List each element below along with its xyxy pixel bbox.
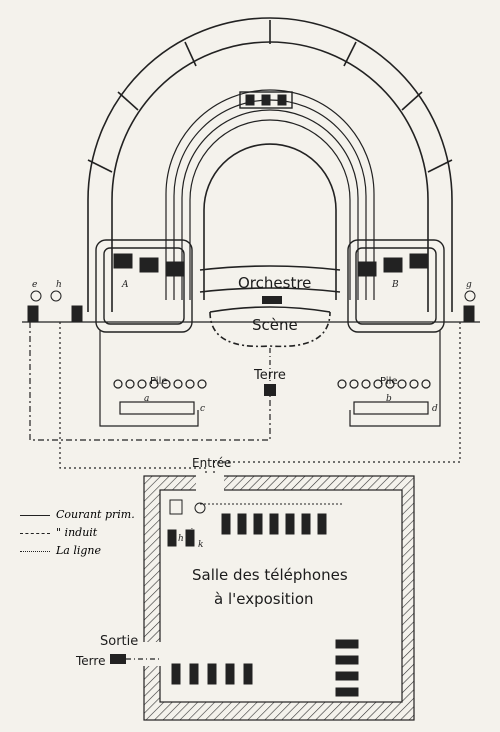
- receiver-row-top: [200, 503, 344, 535]
- microphone-top: [239, 91, 293, 109]
- right-compartment: [347, 239, 445, 333]
- receiver-column-right: [335, 639, 359, 697]
- legend-item-line: La ligne: [20, 544, 101, 557]
- exit-ground-box: [110, 654, 126, 664]
- side-posts: [27, 290, 476, 323]
- marker-k: k: [198, 540, 204, 550]
- entrance-label: Entrée: [192, 456, 232, 470]
- legend-swatch-solid: [20, 514, 50, 516]
- orchestra-box: [262, 296, 282, 304]
- exit-label: Sortie: [100, 634, 139, 649]
- marker-g: g: [466, 280, 472, 290]
- legend-swatch-dotted: [20, 550, 50, 552]
- marker-h2: h: [178, 534, 184, 544]
- receiver-row-bottom: [171, 663, 253, 685]
- legend-item-primary: Courant prim.: [20, 508, 135, 521]
- legend-item-induced: " induit: [20, 526, 97, 539]
- marker-h: h: [56, 280, 62, 290]
- pile-label-left: Pile: [150, 376, 168, 387]
- right-transmitters: [357, 253, 429, 277]
- marker-a: a: [144, 394, 150, 404]
- marker-i: i: [190, 528, 193, 538]
- marker-e: e: [32, 280, 38, 290]
- stage-label: Scène: [252, 316, 298, 334]
- theatre-outline: [87, 17, 453, 312]
- stage-lines: [199, 265, 341, 348]
- left-transmitters: [113, 253, 185, 277]
- orchestra-label: Orchestre: [238, 274, 312, 292]
- marker-B: B: [392, 280, 399, 290]
- exhibition-hall: [140, 474, 415, 721]
- line-wires: [29, 322, 461, 486]
- ground-box: [264, 384, 276, 396]
- left-compartment: [95, 239, 193, 333]
- marker-b: b: [386, 394, 392, 404]
- left-battery: [113, 379, 207, 415]
- cable-bundle: [165, 89, 375, 300]
- ground-label-top: Terre: [254, 368, 286, 383]
- entrance-equipment: [167, 499, 206, 547]
- pile-label-right: Pile: [380, 376, 398, 387]
- right-battery: [337, 379, 431, 415]
- hall-title-line1: Salle des téléphones: [192, 566, 348, 584]
- marker-c: c: [200, 404, 206, 414]
- legend-swatch-dashdot: [20, 532, 50, 534]
- marker-d: d: [432, 404, 438, 414]
- ground-label-bottom: Terre: [76, 654, 106, 668]
- marker-A: A: [122, 280, 129, 290]
- hall-title-line2: à l'exposition: [214, 590, 314, 608]
